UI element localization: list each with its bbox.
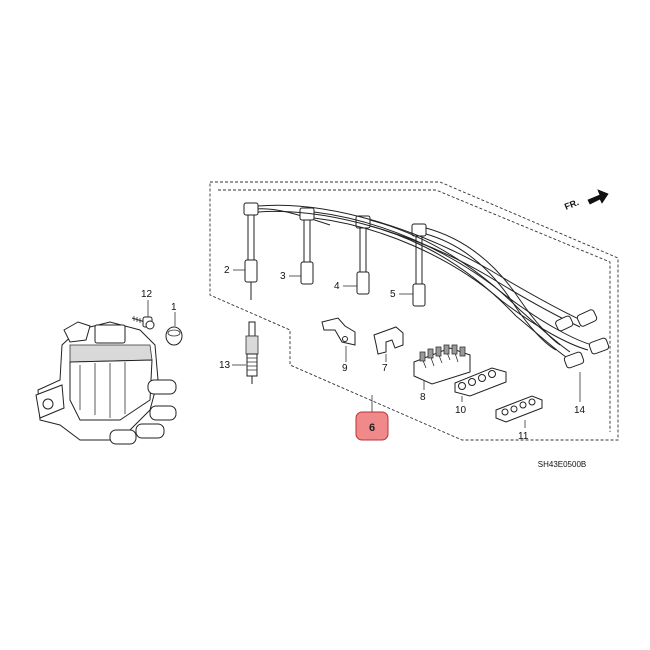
rotor-cap-1: [165, 326, 183, 346]
diagram-code: SH43E0500B: [538, 460, 586, 469]
wire-holder-7: [373, 326, 404, 355]
callout-7[interactable]: 7: [382, 363, 388, 374]
highlight-box[interactable]: [355, 411, 389, 441]
distributor: [35, 321, 177, 445]
callout-2[interactable]: 2: [224, 265, 230, 276]
callout-11[interactable]: 11: [518, 431, 529, 442]
leader-lines: [147, 269, 581, 428]
callout-4[interactable]: 4: [334, 281, 340, 292]
wire-holder-10: [454, 367, 507, 397]
callout-3[interactable]: 3: [280, 271, 286, 282]
callout-12[interactable]: 12: [141, 289, 153, 300]
bolt-12: [131, 316, 155, 330]
highlight-callout-6[interactable]: 6: [355, 411, 389, 441]
wire-holder-9: [321, 317, 356, 346]
front-direction-arrow: FR.: [563, 189, 609, 212]
callouts: 1 2 3 4 5 7 8 9 10 11 12 13 14: [141, 265, 586, 442]
callout-6[interactable]: 6: [369, 422, 375, 434]
callout-13[interactable]: 13: [219, 360, 231, 371]
kit-frame: [209, 181, 619, 441]
arrow-icon: [587, 189, 609, 205]
spark-plug: [245, 321, 259, 384]
callout-5[interactable]: 5: [390, 289, 396, 300]
ignition-wire-set: [243, 202, 610, 369]
callout-8[interactable]: 8: [420, 392, 426, 403]
callout-1[interactable]: 1: [171, 302, 177, 313]
wire-holder-8: [413, 344, 471, 385]
svg-text:FR.: FR.: [563, 197, 580, 212]
callout-14[interactable]: 14: [574, 405, 586, 416]
callout-10[interactable]: 10: [455, 405, 467, 416]
wire-holder-11: [495, 395, 543, 423]
callout-9[interactable]: 9: [342, 363, 348, 374]
